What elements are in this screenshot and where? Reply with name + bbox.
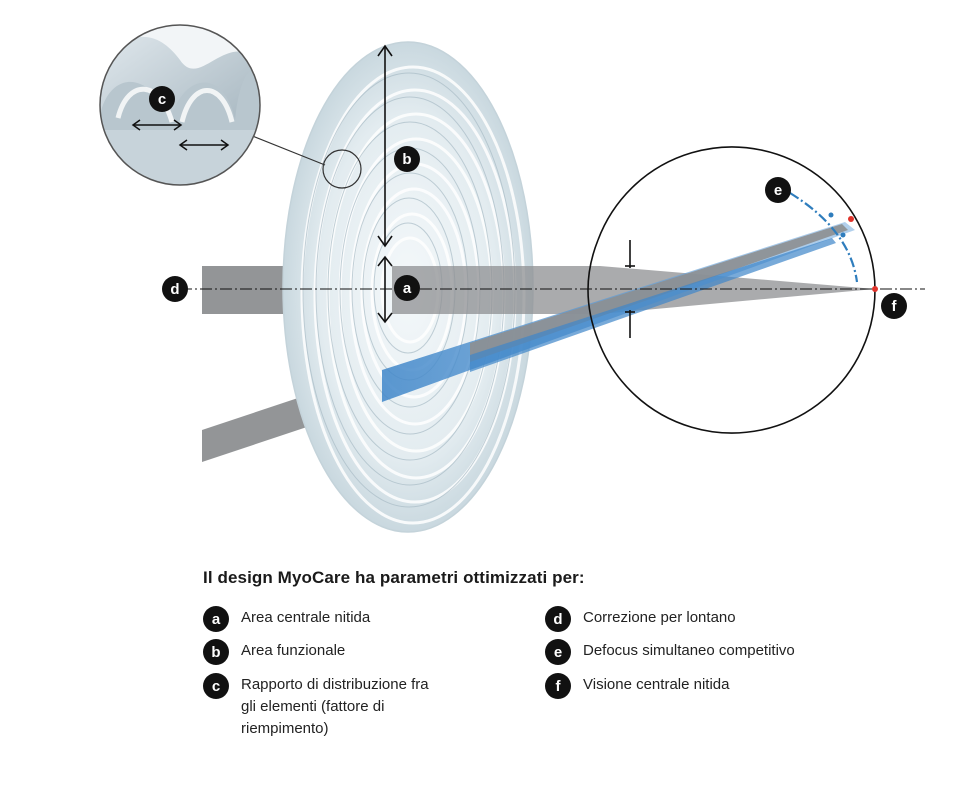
marker-b: b [394, 146, 420, 172]
defocus-point [841, 233, 846, 238]
legend-label: Area funzionale [241, 639, 345, 662]
central-focus-dot [872, 286, 878, 292]
legend-badge: a [203, 606, 229, 632]
marker-f: f [881, 293, 907, 319]
defocus-point [829, 213, 834, 218]
legend-badge: c [203, 673, 229, 699]
marker-a: a [394, 275, 420, 301]
marker-d: d [162, 276, 188, 302]
legend-badge: d [545, 606, 571, 632]
svg-text:c: c [158, 91, 166, 108]
lens-surface-detail [100, 25, 260, 185]
marker-c: c [149, 86, 175, 112]
svg-text:b: b [402, 151, 411, 168]
legend-label: Rapporto di distribuzione fra gli elemen… [241, 673, 443, 740]
legend-item-a: a Area centrale nitida [203, 606, 503, 632]
legend-badge: e [545, 639, 571, 665]
legend-title: Il design MyoCare ha parametri ottimizza… [203, 568, 585, 588]
legend-item-c: c Rapporto di distribuzione fra gli elem… [203, 673, 443, 740]
legend-label: Area centrale nitida [241, 606, 370, 629]
svg-text:e: e [774, 182, 782, 199]
svg-text:a: a [403, 280, 412, 297]
svg-text:d: d [170, 281, 179, 298]
marker-e: e [765, 177, 791, 203]
peripheral-focus-dot [848, 216, 854, 222]
legend-badge: f [545, 673, 571, 699]
myocare-optics-diagram: c b a d e f [0, 0, 955, 560]
legend-item-e: e Defocus simultaneo competitivo [545, 639, 845, 665]
legend-item-f: f Visione centrale nitida [545, 673, 845, 699]
legend-label: Visione centrale nitida [583, 673, 729, 696]
legend-badge: b [203, 639, 229, 665]
legend-item-b: b Area funzionale [203, 639, 503, 665]
legend-label: Correzione per lontano [583, 606, 736, 629]
legend-label: Defocus simultaneo competitivo [583, 639, 795, 662]
legend-item-d: d Correzione per lontano [545, 606, 845, 632]
